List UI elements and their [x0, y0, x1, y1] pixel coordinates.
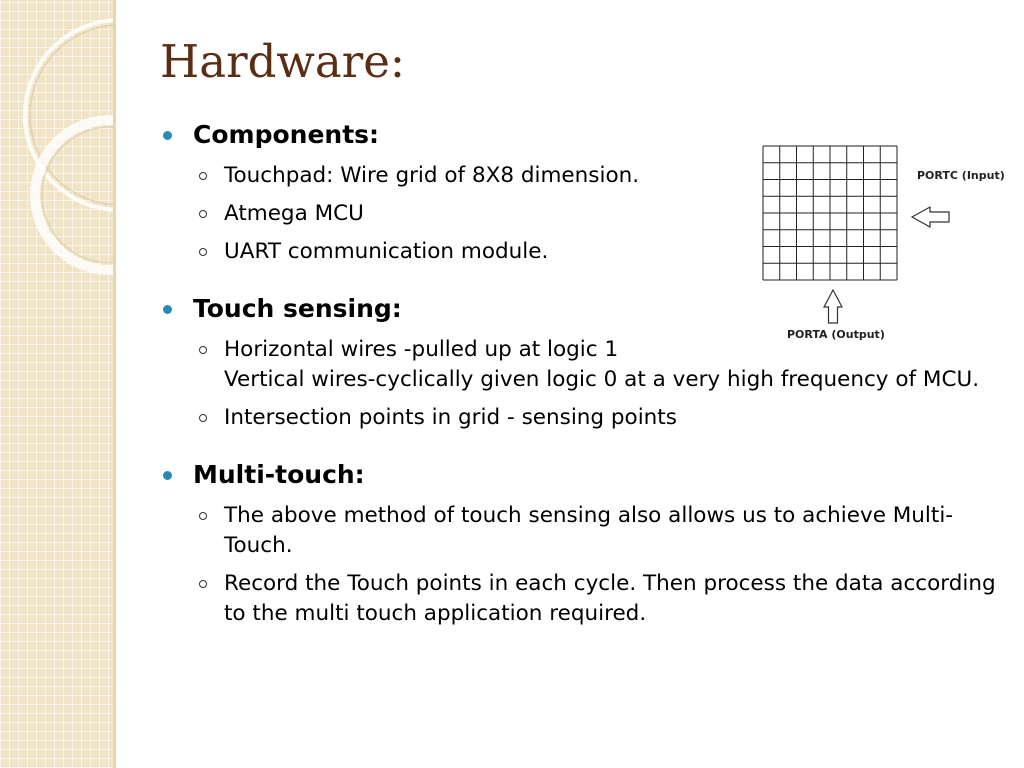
- bullet-ring-icon: [199, 346, 207, 354]
- slide-title: Hardware:: [160, 35, 406, 88]
- decorative-circles: [23, 18, 113, 275]
- list-item-text: Atmega MCU: [224, 201, 364, 226]
- section-touch-sensing: Touch sensing: Horizontal wires -pulled …: [160, 291, 1010, 433]
- list-item-text: Horizontal wires -pulled up at logic 1: [224, 337, 619, 362]
- slide-body: Components: Touchpad: Wire grid of 8X8 d…: [160, 117, 1010, 653]
- list-item-text: Vertical wires-cyclically given logic 0 …: [224, 367, 980, 392]
- sidebar-pattern: [0, 0, 113, 768]
- porta-output-label: PORTA (Output): [787, 328, 885, 341]
- bullet-dot-icon: [163, 305, 172, 314]
- wire-grid: [762, 145, 898, 281]
- bullet-ring-icon: [199, 580, 207, 588]
- list-item: Touchpad: Wire grid of 8X8 dimension.: [160, 161, 1004, 191]
- list-item-text: Touchpad: Wire grid of 8X8 dimension.: [224, 163, 640, 188]
- up-arrow-icon: [823, 288, 843, 324]
- section-components: Components: Touchpad: Wire grid of 8X8 d…: [160, 117, 1010, 267]
- portc-input-label: PORTC (Input): [917, 169, 1005, 182]
- bullet-ring-icon: [199, 172, 207, 180]
- section-multi-touch: Multi-touch: The above method of touch s…: [160, 457, 1010, 629]
- section-heading: Multi-touch:: [160, 457, 1010, 493]
- list-item-text: Intersection points in grid - sensing po…: [224, 405, 677, 430]
- list-item-text: UART communication module.: [224, 239, 549, 264]
- list-item: The above method of touch sensing also a…: [160, 501, 1004, 561]
- list-item-text: The above method of touch sensing also a…: [224, 503, 954, 558]
- section-heading: Touch sensing:: [160, 291, 1010, 327]
- sidebar-edge: [113, 0, 116, 768]
- bullet-dot-icon: [163, 471, 172, 480]
- bullet-dot-icon: [163, 131, 172, 140]
- list-item: Horizontal wires -pulled up at logic 1 V…: [160, 335, 1004, 395]
- touchpad-diagram: PORTC (Input) PORTA (Output): [750, 140, 1020, 350]
- heading-text: Components:: [193, 120, 380, 149]
- section-heading: Components:: [160, 117, 1010, 153]
- list-item: Intersection points in grid - sensing po…: [160, 403, 1004, 433]
- bullet-ring-icon: [199, 414, 207, 422]
- list-item: UART communication module.: [160, 237, 1004, 267]
- list-item-text: Record the Touch points in each cycle. T…: [224, 571, 996, 626]
- list-item: Atmega MCU: [160, 199, 1004, 229]
- bullet-ring-icon: [199, 512, 207, 520]
- heading-text: Multi-touch:: [193, 460, 365, 489]
- bullet-ring-icon: [199, 248, 207, 256]
- list-item: Record the Touch points in each cycle. T…: [160, 569, 1004, 629]
- wire-grid-diagram: [762, 145, 950, 324]
- left-arrow-icon: [910, 205, 950, 229]
- heading-text: Touch sensing:: [193, 294, 402, 323]
- bullet-ring-icon: [199, 210, 207, 218]
